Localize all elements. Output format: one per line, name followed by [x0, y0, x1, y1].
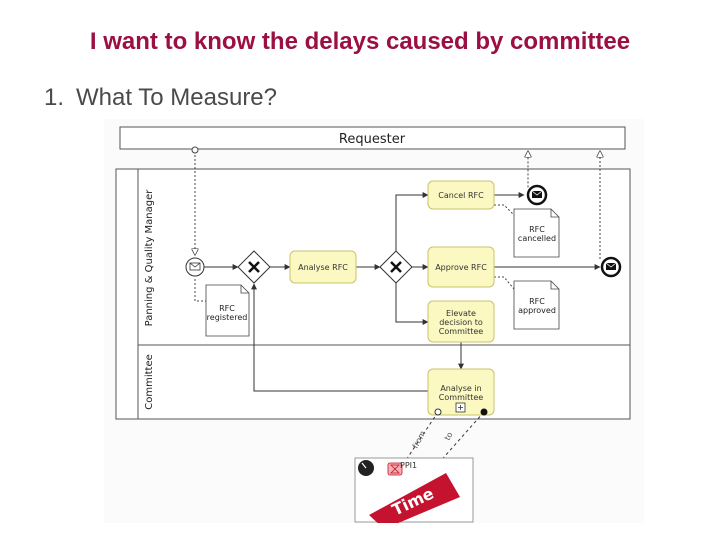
- ppi-label: PPI1: [400, 461, 417, 470]
- document-rfc-registered: RFC registered: [205, 284, 250, 337]
- ppi-timer-icon: [387, 462, 403, 476]
- subprocess-analyse-in-committee: Analyse in Committee: [427, 368, 495, 416]
- task-elevate-line-3: Committee: [439, 327, 483, 336]
- doc-registered-line-1: RFC: [219, 304, 235, 313]
- end-message-event-approved: [600, 256, 622, 278]
- requester-pool-label: Requester: [339, 132, 406, 147]
- ppi-links: [399, 411, 485, 475]
- link-label-from: from: [411, 429, 428, 450]
- ppi-gauge-icon: [358, 460, 374, 476]
- doc-approved-line-1: RFC: [529, 297, 545, 306]
- document-rfc-cancelled: RFC cancelled: [513, 208, 560, 258]
- sequence-flows: [204, 192, 601, 392]
- task-cancel-rfc-label: Cancel RFC: [438, 191, 484, 200]
- bpmn-diagram-svg: Requester Panning & Quality Manager Comm…: [115, 126, 631, 529]
- lane-label-committee: Committee: [144, 354, 155, 410]
- slide-title: I want to know the delays caused by comm…: [89, 28, 631, 55]
- bullet-text: What To Measure?: [76, 84, 278, 111]
- doc-approved-line-2: approved: [518, 306, 556, 315]
- task-analyse-rfc: Analyse RFC: [289, 250, 357, 284]
- task-analyse-rfc-label: Analyse RFC: [298, 263, 348, 272]
- task-approve-rfc: Approve RFC: [427, 246, 495, 288]
- task-cancel-rfc: Cancel RFC: [427, 180, 495, 210]
- start-message-event: [185, 257, 205, 277]
- requester-pool: Requester: [119, 126, 626, 150]
- bullet-number: 1.: [44, 84, 65, 111]
- doc-cancelled-line-1: RFC: [529, 225, 545, 234]
- link-label-to: to: [443, 431, 455, 442]
- lane-label-planning: Panning & Quality Manager: [144, 189, 155, 327]
- document-rfc-approved: RFC approved: [513, 280, 560, 330]
- end-message-event-cancelled: [526, 184, 548, 206]
- bpmn-diagram: Requester Panning & Quality Manager Comm…: [104, 119, 644, 529]
- subprocess-expand-icon: [455, 402, 466, 413]
- task-elevate-line-2: decision to: [439, 318, 483, 327]
- doc-registered-line-2: registered: [207, 313, 248, 322]
- subprocess-label-line-2: Committee: [439, 393, 483, 402]
- exclusive-gateway-1: [237, 250, 271, 284]
- task-approve-rfc-label: Approve RFC: [435, 263, 487, 272]
- exclusive-gateway-2: [379, 250, 413, 284]
- subprocess-label-line-1: Analyse in: [440, 384, 481, 393]
- task-elevate-decision: Elevate decision to Committee: [427, 300, 495, 343]
- message-flows: [195, 151, 600, 302]
- doc-cancelled-line-2: cancelled: [518, 234, 556, 243]
- task-elevate-line-1: Elevate: [446, 309, 476, 318]
- bullet-point: 1. What To Measure?: [44, 84, 277, 112]
